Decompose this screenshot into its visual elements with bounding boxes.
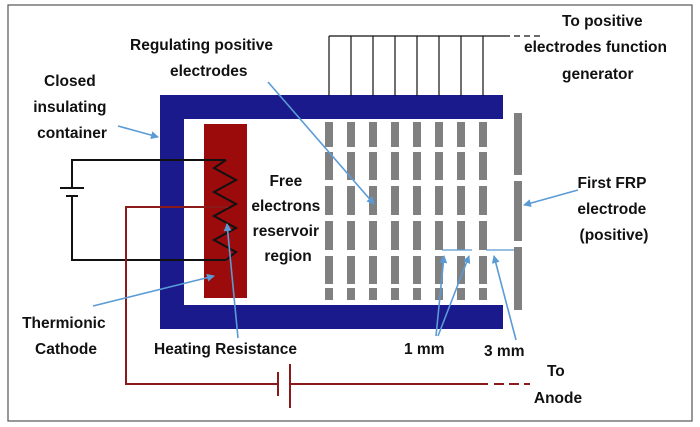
label-3mm: 3 mm — [484, 343, 525, 360]
electrode-segment — [457, 186, 465, 215]
electrode-segment — [347, 186, 355, 215]
electrode-segment — [325, 256, 333, 284]
electrode-segment — [413, 256, 421, 284]
regulating-electrode — [457, 122, 465, 300]
frp-electrode-segment — [514, 113, 522, 175]
electrode-segment — [457, 152, 465, 180]
arrow-to-container — [118, 126, 158, 137]
label-free-electrons: Free electrons reservoir region — [251, 173, 324, 265]
electrode-segment — [391, 152, 399, 180]
electrode-wires — [329, 36, 540, 96]
electrode-segment — [413, 288, 421, 300]
label-to-positive: To positive electrodes function generato… — [524, 13, 671, 83]
electrode-segment — [435, 122, 443, 147]
first-frp-electrode — [514, 113, 522, 310]
electrode-segment — [435, 152, 443, 180]
electrode-segment — [347, 256, 355, 284]
electrode-segment — [413, 186, 421, 215]
electrode-segment — [391, 256, 399, 284]
container-left-wall — [160, 95, 184, 329]
electrode-segment — [369, 152, 377, 180]
regulating-electrode — [413, 122, 421, 300]
electrode-segment — [369, 122, 377, 147]
frp-electrode-segment — [514, 247, 522, 310]
regulating-electrode — [479, 122, 487, 300]
electrode-segment — [457, 288, 465, 300]
electrode-segment — [325, 288, 333, 300]
electrode-segment — [369, 288, 377, 300]
electrode-segment — [347, 221, 355, 250]
label-1mm: 1 mm — [404, 341, 445, 358]
container-top-wall — [160, 95, 503, 119]
label-regulating-electrodes: Regulating positive electrodes — [130, 37, 277, 80]
electrode-segment — [479, 186, 487, 215]
electrode-segment — [391, 122, 399, 147]
label-closed-container: Closed insulating container — [33, 73, 111, 142]
electrode-segment — [325, 221, 333, 250]
arrow-to-cathode — [93, 276, 214, 306]
electrode-segment — [435, 186, 443, 215]
electrode-segment — [479, 221, 487, 250]
frp-electrode-segment — [514, 181, 522, 241]
electrode-segment — [325, 186, 333, 215]
electrode-segment — [369, 221, 377, 250]
electrode-segment — [479, 288, 487, 300]
label-first-frp: First FRP electrode (positive) — [577, 175, 650, 244]
electrode-segment — [347, 152, 355, 180]
label-thermionic-cathode: Thermionic Cathode — [22, 315, 110, 358]
electrode-segment — [479, 256, 487, 284]
electrode-segment — [457, 122, 465, 147]
regulating-electrode — [347, 122, 355, 300]
electrode-segment — [413, 221, 421, 250]
arrow-to-frp — [524, 190, 578, 205]
label-heating-resistance: Heating Resistance — [154, 341, 297, 358]
electrode-segment — [325, 122, 333, 147]
electrode-segment — [413, 152, 421, 180]
electrode-segment — [479, 122, 487, 147]
electrode-segment — [391, 288, 399, 300]
electrode-segment — [347, 288, 355, 300]
electrode-segment — [435, 221, 443, 250]
electrode-segment — [347, 122, 355, 147]
electrode-segment — [391, 221, 399, 250]
battery-circuit — [60, 160, 226, 260]
electrode-segment — [391, 186, 399, 215]
electrode-segment — [369, 256, 377, 284]
container-bottom-wall — [160, 305, 503, 329]
regulating-electrode — [391, 122, 399, 300]
electrode-segment — [413, 122, 421, 147]
regulating-electrode — [369, 122, 377, 300]
electrode-segment — [479, 152, 487, 180]
label-to-anode: To Anode — [534, 363, 583, 407]
thermionic-cathode — [204, 124, 247, 298]
electrode-segment — [457, 221, 465, 250]
